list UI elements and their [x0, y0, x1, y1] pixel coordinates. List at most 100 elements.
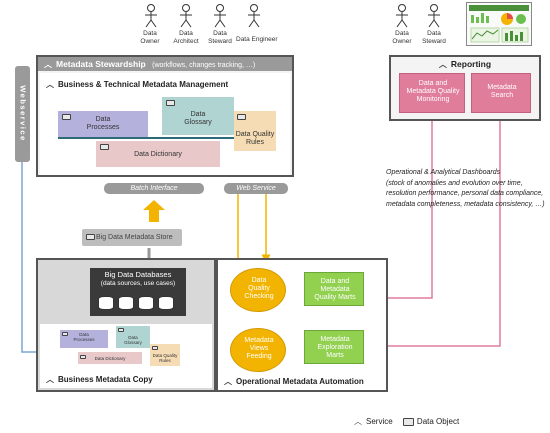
big-data-databases-subtitle: (data sources, use cases)	[100, 280, 176, 287]
batch-interface-arrow	[143, 200, 165, 222]
quality-marts-label: Data and Metadata Quality Marts	[314, 278, 356, 301]
data-architect-role	[176, 4, 196, 33]
data-steward-role	[210, 4, 230, 33]
batch-interface-label: Batch Interface	[104, 183, 204, 194]
business-copy-title: ︿Business Metadata Copy	[46, 375, 153, 384]
service-chevron-icon: ︿	[46, 375, 54, 384]
left-roles: Data Owner Data Architect Data Steward D…	[138, 4, 278, 52]
right-roles: Data Owner Data Steward	[392, 4, 452, 52]
reporting-panel: ︿Reporting Data and Metadata Quality Mon…	[389, 55, 541, 121]
big-data-databases-box: Big Data Databases (data sources, use ca…	[90, 268, 186, 316]
role-label: Data Engineer	[236, 36, 278, 43]
metadata-search-label: Metadata Search	[487, 84, 517, 99]
person-icon	[428, 4, 440, 28]
quality-marts-box: Data and Metadata Quality Marts	[304, 272, 364, 306]
copy-data-processes-label: Data Processes	[73, 332, 95, 342]
quality-monitoring-label: Data and Metadata Quality Monitoring	[406, 80, 460, 103]
data-dictionary-label: Data Dictionary	[134, 151, 182, 158]
legend-service: Service	[366, 417, 393, 426]
data-quality-rules-label: Data Quality Rules	[235, 131, 275, 146]
data-processes-label: Data Processes	[86, 116, 120, 131]
dashboards-note: Operational & Analytical Dashboards (sto…	[386, 169, 545, 208]
person-icon	[396, 4, 408, 28]
database-icon	[158, 296, 174, 310]
search-to-exploration-arrow	[364, 120, 501, 351]
copy-data-quality-rules-box: Data Quality Rules	[150, 344, 180, 366]
stewardship-header: ︿ Metadata Stewardship (workflows, change…	[38, 57, 292, 71]
webservice-band: Webservice	[15, 66, 30, 162]
person-icon	[248, 4, 260, 28]
data-object-icon	[166, 100, 175, 106]
data-engineer-role	[244, 4, 264, 33]
data-object-icon	[80, 355, 86, 359]
role-label: Data Steward	[422, 30, 446, 45]
service-chevron-icon: ︿	[44, 60, 52, 69]
web-service-label: Web Service	[224, 183, 288, 194]
metadata-views-feeding-service: Metadata Views Feeding	[230, 328, 286, 372]
metadata-views-feeding-label: Metadata Views Feeding	[244, 337, 274, 360]
role-label: Data Owner	[140, 30, 160, 45]
data-quality-rules-box: Data Quality Rules	[234, 111, 276, 151]
data-glossary-label: Data Glossary	[184, 111, 212, 126]
quality-monitoring-box: Data and Metadata Quality Monitoring	[399, 73, 465, 113]
database-icon	[98, 296, 114, 310]
legend-data-object: Data Object	[416, 417, 460, 426]
service-chevron-icon: ︿	[354, 417, 362, 426]
role-label: Data Architect	[173, 30, 199, 45]
business-technical-panel: ︿Business & Technical Metadata Managemen…	[40, 73, 290, 175]
data-dictionary-box: Data Dictionary	[96, 141, 220, 167]
database-icons	[96, 296, 182, 315]
data-glossary-box: Data Glossary	[162, 97, 234, 135]
metadata-search-box: Metadata Search	[471, 73, 531, 113]
exploration-marts-box: Metadata Exploration Marts	[304, 330, 364, 364]
data-steward-role	[424, 4, 444, 33]
reporting-title: ︿Reporting	[438, 59, 492, 69]
service-chevron-icon: ︿	[224, 377, 232, 386]
legend: ︿ Service Data Object	[354, 416, 544, 428]
person-icon	[145, 4, 157, 28]
dashboard-chart-icon	[469, 5, 529, 43]
person-icon	[180, 4, 192, 28]
big-data-metadata-store: Big Data Metadata Store	[82, 229, 182, 246]
business-metadata-copy-panel: Data Processes Data Glossary Data Dictio…	[40, 324, 212, 388]
copy-data-processes-box: Data Processes	[60, 330, 108, 348]
data-object-icon	[237, 114, 246, 120]
data-object-icon	[100, 144, 109, 150]
connector-line	[58, 137, 234, 139]
data-object-icon	[118, 328, 124, 332]
database-icon	[118, 296, 134, 310]
stewardship-title: Metadata Stewardship	[56, 59, 146, 69]
operational-metadata-panel: Data Quality Checking Metadata Views Fee…	[216, 258, 388, 392]
monitoring-to-marts-arrow	[364, 120, 433, 303]
copy-data-dictionary-label: Data Dictionary	[94, 356, 126, 361]
copy-data-glossary-box: Data Glossary	[116, 326, 150, 348]
role-label: Data Steward	[208, 30, 232, 45]
webservice-label: Webservice	[18, 85, 28, 142]
copy-data-glossary-label: Data Glossary	[124, 335, 142, 345]
exploration-marts-label: Metadata Exploration Marts	[317, 336, 353, 359]
data-quality-checking-service: Data Quality Checking	[230, 268, 286, 312]
data-processes-box: Data Processes	[58, 111, 148, 137]
stewardship-subtitle: (workflows, changes tracking, …)	[152, 62, 256, 69]
business-technical-title: ︿Business & Technical Metadata Managemen…	[46, 80, 229, 89]
data-owner-role	[392, 4, 412, 33]
person-icon	[214, 4, 226, 28]
big-data-store-label: Big Data Metadata Store	[96, 234, 173, 241]
service-chevron-icon: ︿	[438, 60, 447, 69]
data-object-icon	[152, 346, 158, 350]
big-data-databases-title: Big Data Databases	[104, 270, 172, 279]
database-icon	[138, 296, 154, 310]
data-object-icon	[62, 332, 68, 336]
data-object-icon	[62, 114, 71, 120]
data-owner-role	[141, 4, 161, 33]
data-object-icon	[86, 234, 95, 240]
operational-title: ︿Operational Metadata Automation	[224, 377, 364, 386]
data-object-icon	[402, 417, 414, 426]
data-quality-checking-label: Data Quality Checking	[244, 277, 274, 300]
service-chevron-icon: ︿	[46, 80, 54, 89]
role-label: Data Owner	[392, 30, 412, 45]
dashboard-thumbnail	[466, 2, 532, 46]
copy-data-dictionary-box: Data Dictionary	[78, 352, 142, 364]
metadata-stewardship-panel: ︿ Metadata Stewardship (workflows, change…	[36, 55, 294, 177]
copy-data-quality-rules-label: Data Quality Rules	[152, 353, 178, 363]
